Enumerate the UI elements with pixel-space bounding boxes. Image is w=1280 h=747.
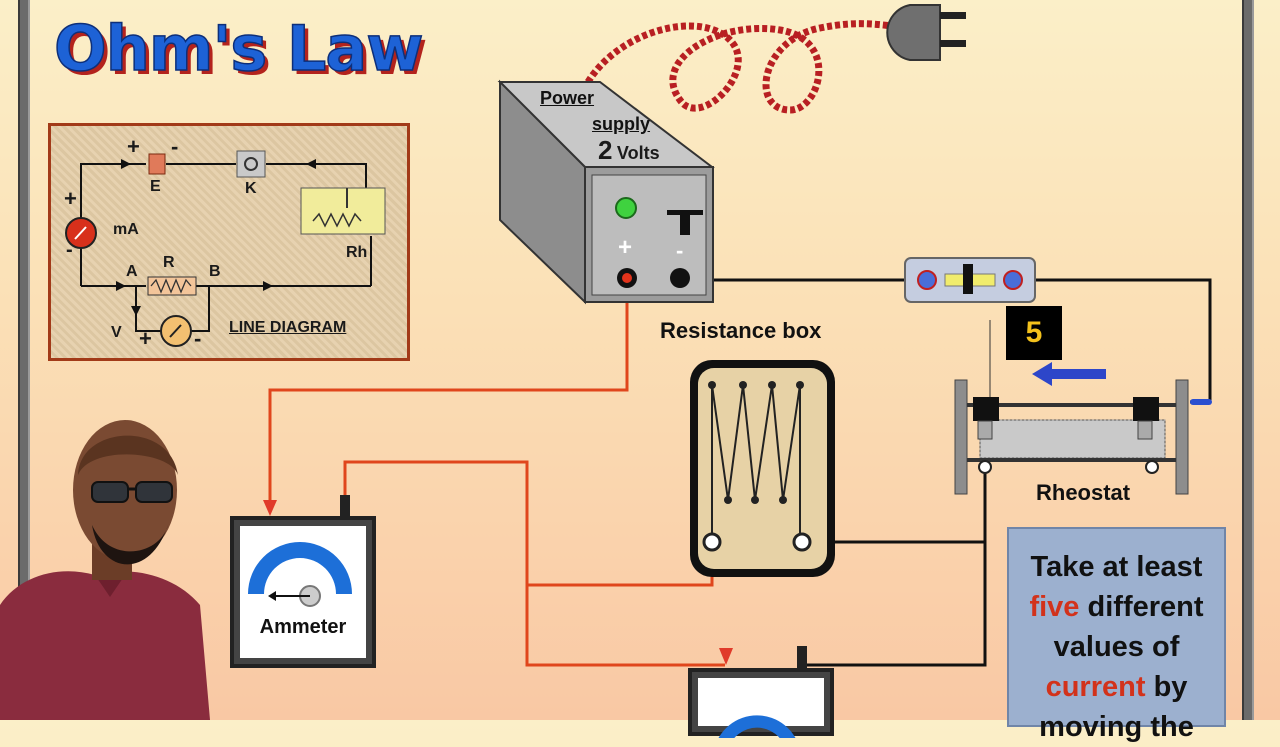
note-highlight-five: five <box>1029 591 1080 623</box>
power-supply-box <box>497 79 715 305</box>
plug-icon <box>886 4 966 61</box>
voltmeter-dial <box>714 715 800 747</box>
page-title: Ohm's Law <box>53 11 424 86</box>
frame-right-bar <box>1242 0 1254 720</box>
resistance-box <box>690 360 835 577</box>
power-cord <box>585 20 911 114</box>
rheostat-position-value: 5 <box>1006 306 1062 360</box>
note-highlight-current: current <box>1045 671 1146 703</box>
circuit-wires <box>263 4 1212 668</box>
ammeter-face <box>240 526 366 658</box>
line-diagram-svg <box>65 150 386 347</box>
ammeter-label: Ammeter <box>259 616 347 638</box>
psu-minus-terminal-label: - <box>676 238 684 263</box>
rheostat-label: Rheostat <box>1036 480 1131 505</box>
rheostat-device <box>954 320 1212 495</box>
ld-label-v: V <box>111 324 122 341</box>
ld-minus-v: - <box>194 326 202 351</box>
key-switch <box>904 257 1036 303</box>
ld-label-ma: mA <box>113 221 139 238</box>
psu-plus-terminal-label: + <box>618 234 633 261</box>
ld-label-r: R <box>163 254 175 271</box>
resistance-box-label: Resistance box <box>660 318 822 343</box>
note-part1: Take at least <box>1030 551 1203 583</box>
ld-plus-v: + <box>139 326 152 351</box>
ld-minus-battery: - <box>171 134 179 159</box>
instruction-note: Take at least five different values of c… <box>1007 527 1226 743</box>
slide-direction-arrow-icon <box>1032 362 1106 386</box>
note-part2: different values of <box>1053 591 1204 663</box>
ld-plus-battery: + <box>127 134 140 159</box>
ld-minus-ma: - <box>66 239 73 261</box>
ammeter-dial <box>248 542 352 607</box>
ld-caption: LINE DIAGRAM <box>229 319 347 336</box>
ld-label-k: K <box>245 180 257 197</box>
ld-plus-ma: + <box>64 186 77 211</box>
power-supply-label-line1: Power <box>540 88 595 108</box>
person-photo <box>0 420 210 720</box>
power-supply-voltage: 2 Volts <box>598 135 660 166</box>
voltmeter-face <box>698 678 824 747</box>
line-diagram-panel: + - E K + mA - Rh R A B V + - LINE DIAGR… <box>48 123 410 361</box>
voltage-value: 2 <box>598 135 613 165</box>
voltage-unit: Volts <box>616 143 660 163</box>
power-supply-label-line2: supply <box>592 114 651 134</box>
ld-label-b: B <box>209 263 221 280</box>
led-green-icon <box>615 197 637 219</box>
ammeter: Ammeter <box>230 516 376 668</box>
ld-label-e: E <box>150 178 161 195</box>
ld-label-a: A <box>126 263 138 280</box>
ld-label-rh: Rh <box>346 244 368 261</box>
frame-left-bar <box>18 0 30 720</box>
voltmeter <box>688 668 834 747</box>
